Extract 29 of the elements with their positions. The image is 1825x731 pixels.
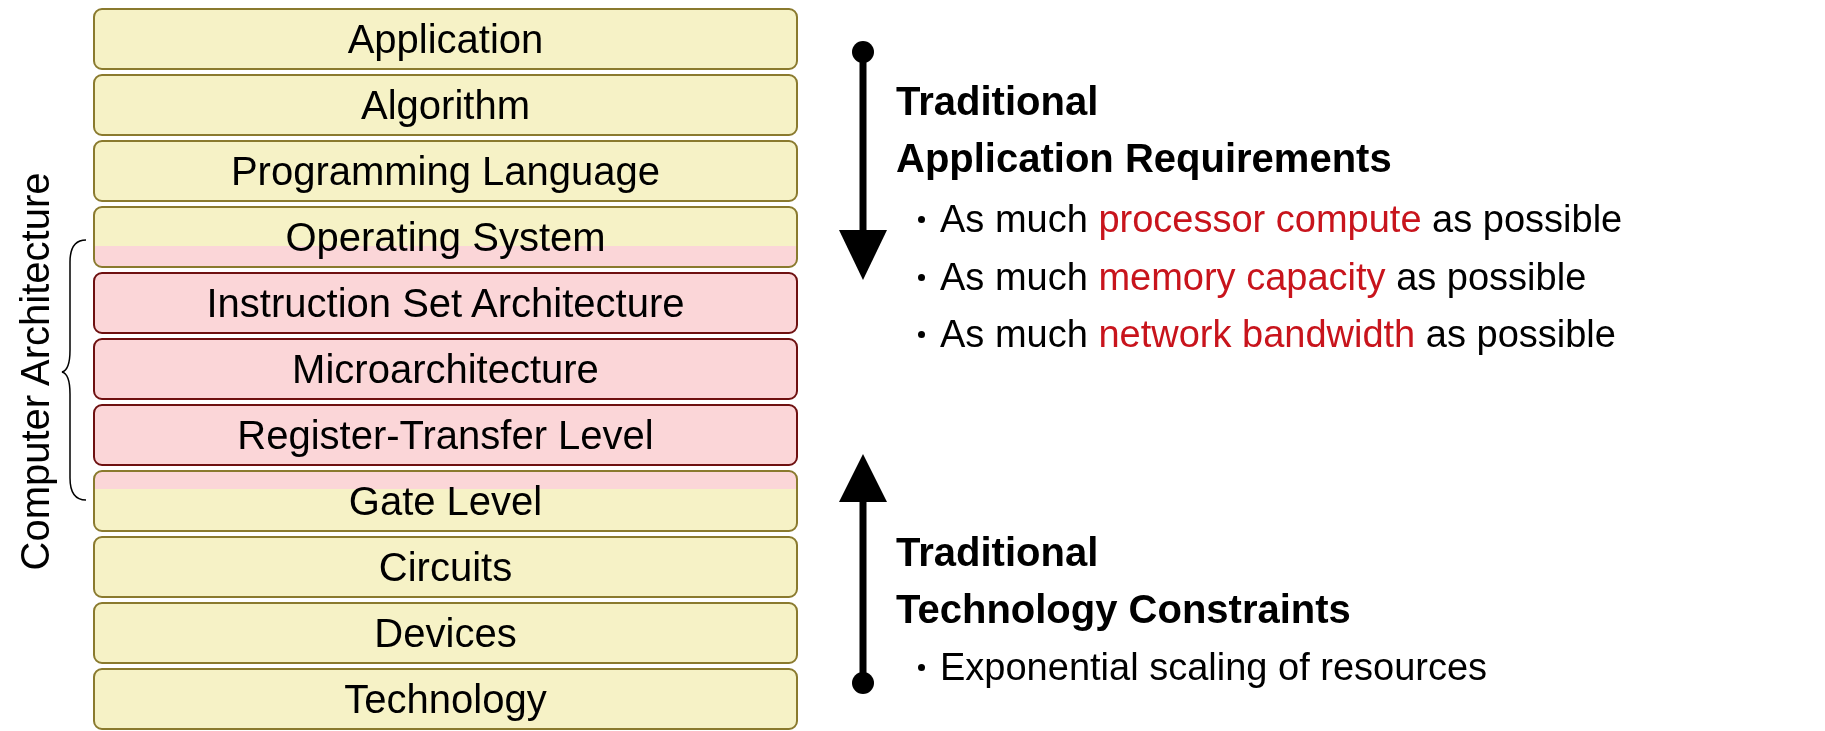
layer-box <box>93 668 798 730</box>
layer-box <box>93 602 798 664</box>
layer-box <box>93 404 798 466</box>
layer-box <box>93 74 798 136</box>
heading: Traditional Technology Constraints <box>896 529 1351 633</box>
layer-label: Programming Language <box>230 148 661 194</box>
layer-label: Application <box>347 16 544 62</box>
layer-label: Algorithm <box>361 82 530 128</box>
layer-box <box>93 8 798 70</box>
layer-box <box>93 140 798 202</box>
layer-label: Circuits <box>378 544 513 590</box>
bullet-text: As much processor compute as possible <box>940 197 1623 242</box>
layer-box <box>93 338 798 400</box>
layer-label: Devices <box>374 610 517 656</box>
layer-label: Gate Level <box>348 478 543 524</box>
layer-label: Technology <box>344 676 547 722</box>
side-label: Computer Architecture <box>13 172 59 571</box>
layer-box <box>93 272 798 334</box>
layer-label: Microarchitecture <box>292 346 599 392</box>
bullet-text: As much network bandwidth as possible <box>940 312 1616 357</box>
layer-box <box>93 470 798 532</box>
layer-label: Operating System <box>285 214 606 260</box>
bullet-text: As much memory capacity as possible <box>940 255 1587 300</box>
layer-label: Register-Transfer Level <box>237 412 654 458</box>
layer-box <box>93 536 798 598</box>
bullet-text: Exponential scaling of resources <box>940 645 1488 690</box>
heading: Traditional Application Requirements <box>896 78 1392 182</box>
layer-label: Instruction Set Architecture <box>206 280 685 326</box>
layer-box <box>93 206 798 268</box>
